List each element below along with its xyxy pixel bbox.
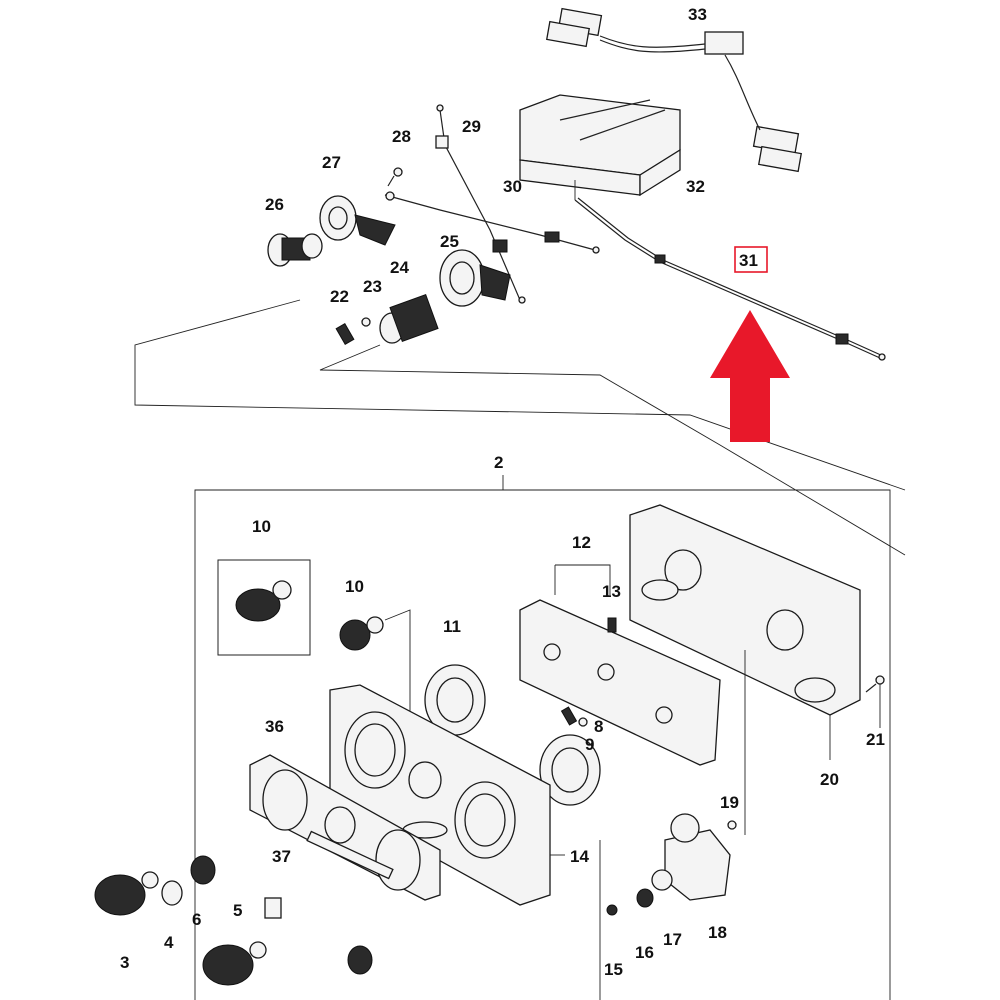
callout-6: 6 [192, 910, 201, 929]
part-31-cable[interactable] [574, 197, 886, 361]
part-24-rotor[interactable] [379, 293, 439, 344]
callout-24: 24 [390, 258, 409, 277]
part-4-lens[interactable] [161, 880, 183, 906]
part-3-knob[interactable] [94, 871, 159, 916]
part-28-screw[interactable] [387, 167, 403, 187]
part-32-control-unit[interactable] [519, 94, 681, 200]
callout-10-inset: 10 [252, 517, 271, 536]
callout-18: 18 [708, 923, 727, 942]
callout-labels: 33 29 28 27 32 30 26 25 31 24 23 22 2 10… [120, 5, 885, 979]
callout-22: 22 [330, 287, 349, 306]
part-33-wiring-harness[interactable] [545, 7, 803, 173]
callout-10: 10 [345, 577, 364, 596]
callout-17: 17 [663, 930, 682, 949]
part-20-housing[interactable] [629, 504, 861, 760]
callout-8: 8 [594, 717, 603, 736]
part-30-cable[interactable] [384, 191, 600, 254]
part-14-front-bezel[interactable] [329, 684, 565, 906]
callout-26: 26 [265, 195, 284, 214]
callout-25: 25 [440, 232, 459, 251]
callout-5: 5 [233, 901, 242, 920]
callout-27: 27 [322, 153, 341, 172]
part-37-slider[interactable] [306, 830, 394, 880]
callout-29: 29 [462, 117, 481, 136]
callout-20: 20 [820, 770, 839, 789]
part-29-cable[interactable] [435, 104, 526, 304]
callout-32: 32 [686, 177, 705, 196]
callout-12: 12 [572, 533, 591, 552]
part-10-inset-knob[interactable] [217, 559, 311, 656]
part-8-ball[interactable] [578, 717, 588, 727]
part-26-knob-shaft[interactable] [267, 233, 323, 267]
highlight-arrow-up [710, 310, 790, 442]
part-13-screw[interactable] [607, 617, 617, 633]
part-23-ball[interactable] [361, 317, 371, 327]
part-18-switch[interactable] [664, 813, 731, 901]
part-9-spring[interactable] [560, 706, 578, 726]
part-6-bulb-holder[interactable] [190, 855, 216, 885]
part-19-screw[interactable] [727, 820, 737, 830]
part-3-knob-lower[interactable] [202, 941, 267, 986]
callout-13: 13 [602, 582, 621, 601]
part-15-nut[interactable] [606, 904, 618, 916]
group-boundary-2 [194, 475, 891, 1000]
part-21-screw[interactable] [865, 675, 885, 728]
callout-16: 16 [635, 943, 654, 962]
callout-14: 14 [570, 847, 589, 866]
callout-19: 19 [720, 793, 739, 812]
callout-31: 31 [739, 251, 758, 270]
group-boundary-top [134, 299, 906, 556]
part-27-bracket[interactable] [319, 195, 396, 246]
part-6-bulb-holder-lower[interactable] [347, 945, 373, 975]
highlight-box-31 [734, 246, 768, 273]
callout-30: 30 [503, 177, 522, 196]
callout-21: 21 [866, 730, 885, 749]
callout-37: 37 [272, 847, 291, 866]
part-5-clip[interactable] [264, 897, 282, 919]
part-16-knob[interactable] [636, 888, 654, 908]
callout-28: 28 [392, 127, 411, 146]
callout-15: 15 [604, 960, 623, 979]
callout-23: 23 [363, 277, 382, 296]
callout-3: 3 [120, 953, 129, 972]
callout-36: 36 [265, 717, 284, 736]
callout-33: 33 [688, 5, 707, 24]
callout-9: 9 [585, 735, 594, 754]
callout-11: 11 [443, 617, 461, 636]
part-11-dial-ring[interactable] [424, 664, 601, 806]
callout-2: 2 [494, 453, 503, 472]
part-25-dial-bracket[interactable] [439, 249, 511, 307]
callout-4: 4 [164, 933, 174, 952]
part-12-panel-plate[interactable] [519, 564, 721, 766]
part-17-washer[interactable] [651, 869, 673, 891]
part-22-spring[interactable] [335, 323, 355, 345]
